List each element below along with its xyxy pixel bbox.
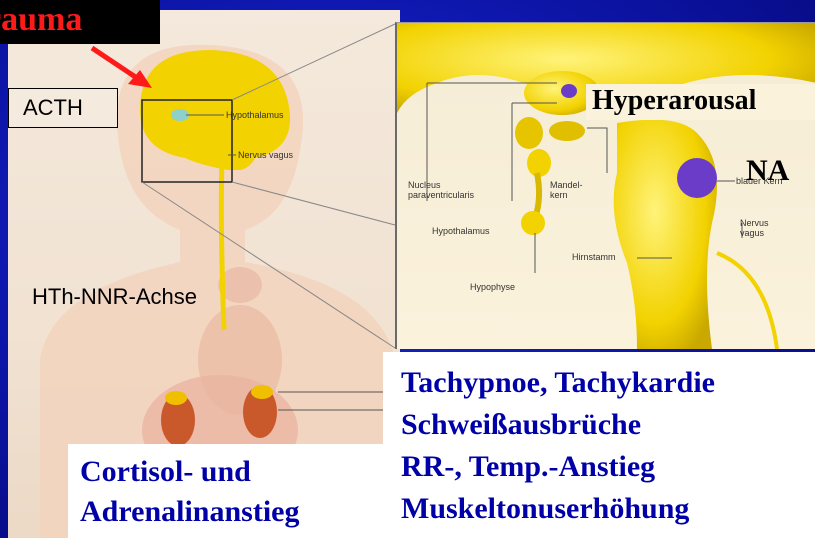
label-hirnstamm: Hirnstamm bbox=[572, 252, 616, 262]
label-nervus-vagus-right: Nervus vagus bbox=[740, 218, 780, 238]
label-nucleus-paraventricularis: Nucleus paraventricularis bbox=[408, 180, 488, 200]
symptom-line: Tachypnoe, Tachykardie bbox=[401, 362, 815, 404]
hyperarousal-label: Hyperarousal bbox=[586, 84, 815, 120]
acth-label: ACTH bbox=[23, 95, 83, 120]
trauma-label: rauma bbox=[0, 1, 82, 38]
cortisol-box: Cortisol- und Adrenalinanstieg bbox=[68, 444, 386, 538]
label-hypothalamus-right: Hypothalamus bbox=[432, 226, 490, 236]
symptom-line: Schweißausbrüche bbox=[401, 404, 815, 446]
cortisol-line: Adrenalinanstieg bbox=[80, 492, 386, 532]
trauma-label-box: rauma bbox=[0, 0, 160, 44]
symptom-line: RR-, Temp.-Anstieg bbox=[401, 446, 815, 488]
symptoms-box: Tachypnoe, Tachykardie Schweißausbrüche … bbox=[383, 352, 815, 538]
label-hypothalamus-left: Hypothalamus bbox=[226, 110, 284, 120]
na-label: NA bbox=[746, 154, 789, 188]
hth-nnr-axis-label: HTh-NNR-Achse bbox=[32, 284, 197, 310]
cortisol-line: Cortisol- und bbox=[80, 452, 386, 492]
label-hypophyse: Hypophyse bbox=[470, 282, 515, 292]
label-nervus-vagus-left: Nervus vagus bbox=[238, 150, 293, 160]
acth-label-box: ACTH bbox=[8, 88, 118, 128]
label-mandelkern: Mandel-kern bbox=[550, 180, 590, 200]
symptom-line: Muskeltonuserhöhung bbox=[401, 488, 815, 530]
